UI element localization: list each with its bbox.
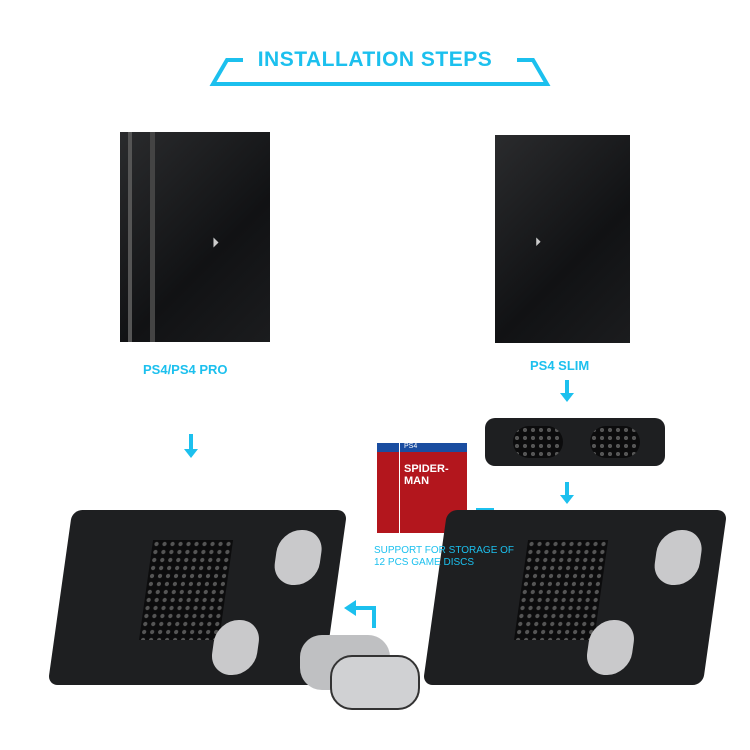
page-title: INSTALLATION STEPS: [257, 48, 493, 71]
playstation-logo-icon: ⏵: [212, 234, 219, 250]
ps4-pro-console: ⏵: [120, 132, 270, 342]
storage-caption-line1: SUPPORT FOR STORAGE OF: [374, 545, 515, 556]
arrow-down-icon: [184, 434, 198, 458]
game-title: SPIDER-MAN: [404, 463, 449, 487]
title-bracket: [209, 58, 551, 86]
controller: [330, 655, 420, 710]
storage-caption-line2: 12 PCS GAME DISCS: [374, 557, 475, 568]
arrow-down-icon: [560, 380, 574, 402]
charging-stand-right: [422, 510, 728, 685]
storage-caption: SUPPORT FOR STORAGE OF 12 PCS GAME DISCS: [374, 545, 514, 569]
ps4-slim-console: ⏵: [495, 135, 630, 343]
ps4-pro-label: PS4/PS4 PRO: [143, 362, 228, 377]
arrow-down-icon: [560, 482, 574, 504]
platform-label: PS4: [404, 443, 418, 450]
ps4-slim-label: PS4 SLIM: [530, 358, 590, 373]
playstation-logo-icon: ⏵: [535, 235, 542, 249]
slim-adapter: [485, 418, 665, 466]
arrow-curve-left-icon: [344, 600, 376, 628]
